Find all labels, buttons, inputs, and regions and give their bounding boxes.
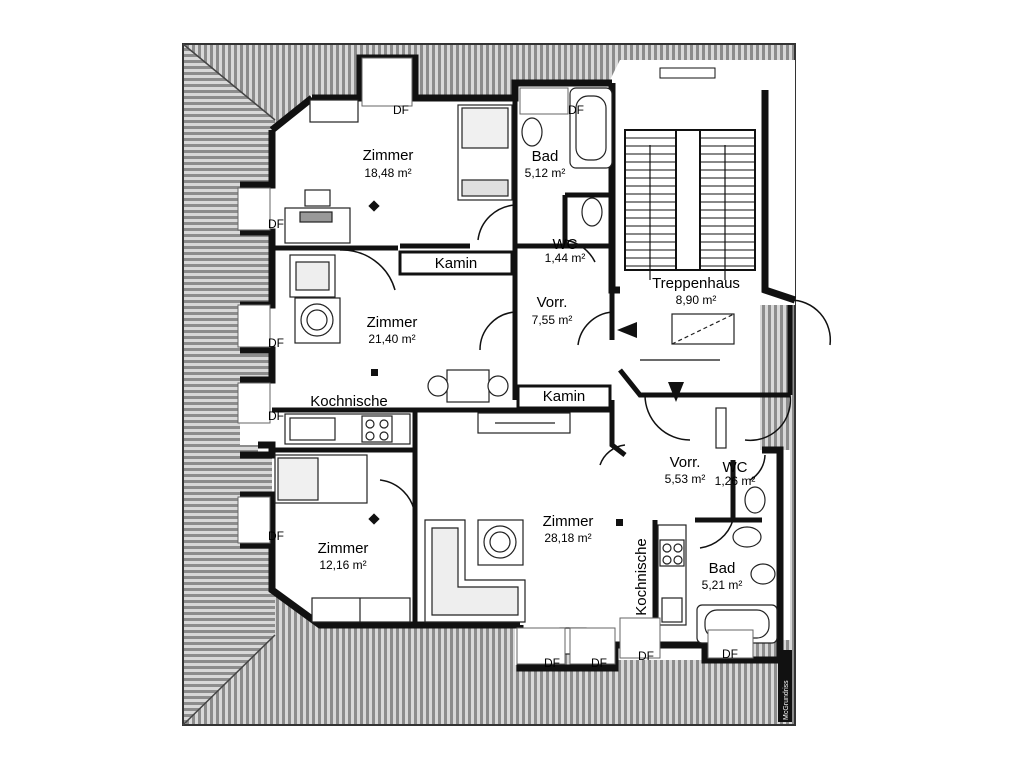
room-area-zimmer3: 28,18 m² [544,531,591,545]
df-label: DF [544,656,560,670]
room-area-bad1: 5,12 m² [525,166,566,180]
df-label: DF [268,529,284,543]
kamin-label-lower: Kamin [543,388,586,405]
room-name-bad2: Bad [709,560,736,577]
doors [339,204,832,549]
room-labels: Zimmer 18,48 m² Bad 5,12 m² WC 1,44 m² T… [310,147,755,616]
room-name-bad1: Bad [532,148,559,165]
room-area-zimmer2: 21,40 m² [368,332,415,346]
df-label: DF [722,647,738,661]
kochnische-label-upper: Kochnische [310,393,388,410]
kamin-label-upper: Kamin [435,255,478,272]
room-name-wc1: WC [553,236,578,253]
df-labels: DF DF DF DF DF DF DF DF DF DF [268,103,738,670]
df-label: DF [638,649,654,663]
room-area-bad2: 5,21 m² [702,578,743,592]
room-area-zimmer1: 18,48 m² [364,166,411,180]
room-name-vorr2: Vorr. [670,454,701,471]
df-label: DF [568,103,584,117]
df-label: DF [268,409,284,423]
brand-strip: McGrundriss [778,650,792,722]
room-name-wc2: WC [723,459,748,476]
room-name-zimmer3: Zimmer [543,513,594,530]
df-label: DF [268,336,284,350]
skylights [237,57,754,665]
brand-label: McGrundriss [783,680,790,720]
room-name-zimmer4: Zimmer [318,540,369,557]
room-area-zimmer4: 12,16 m² [319,558,366,572]
df-label: DF [268,217,284,231]
room-name-vorr1: Vorr. [537,294,568,311]
kochnische-label-lower: Kochnische [633,538,650,616]
walls [240,54,797,672]
room-area-treppenhaus: 8,90 m² [676,293,717,307]
markers [368,200,684,526]
room-area-vorr1: 7,55 m² [532,313,573,327]
room-area-wc2: 1,26 m² [715,474,756,488]
chimney-lower [516,384,612,410]
df-label: DF [591,656,607,670]
room-name-zimmer1: Zimmer [363,147,414,164]
room-area-wc1: 1,44 m² [545,251,586,265]
furniture [274,87,778,655]
room-name-treppenhaus: Treppenhaus [652,275,740,292]
room-name-zimmer2: Zimmer [367,314,418,331]
staircase [624,67,756,361]
df-label: DF [393,103,409,117]
chimney-upper [398,250,514,276]
room-area-vorr2: 5,53 m² [665,472,706,486]
